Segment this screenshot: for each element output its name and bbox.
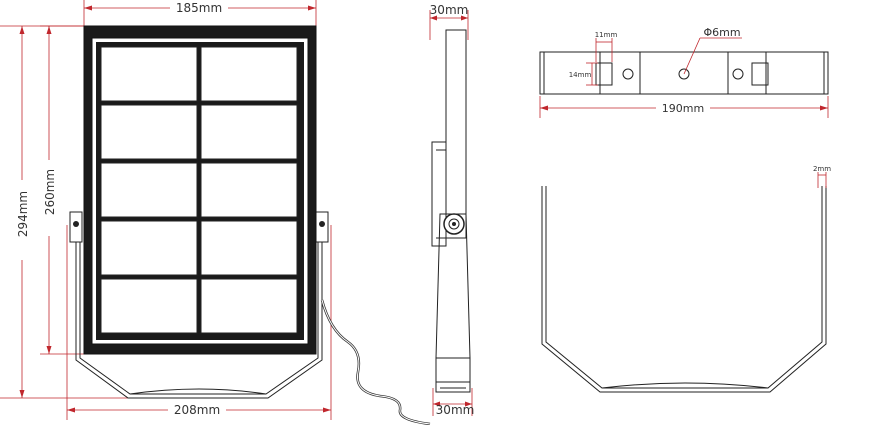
- panel-cell: [200, 46, 298, 102]
- solar-panel-front: [83, 25, 317, 355]
- power-cable: [320, 299, 431, 425]
- mount-hole: [622, 68, 634, 80]
- panel-cell: [100, 46, 198, 102]
- panel-side-profile: [445, 29, 467, 239]
- width-208-label: 208mm: [174, 403, 220, 417]
- panel-cell: [100, 104, 198, 160]
- panel-cell: [200, 162, 298, 218]
- dim-294-height: 294mm: [0, 25, 130, 399]
- dim-11-slot-width: 11mm: [595, 31, 618, 62]
- panel-cell: [200, 278, 298, 334]
- side-view: 30mm 30mm: [429, 3, 475, 417]
- side-bottom-30-label: 30mm: [436, 403, 475, 417]
- panel-cell: [200, 220, 298, 276]
- bracket-top-body: [539, 51, 829, 95]
- height-260-label: 260mm: [43, 169, 57, 215]
- length-190-label: 190mm: [662, 102, 704, 115]
- panel-cell: [100, 162, 198, 218]
- bracket-front-view: 2mm: [541, 165, 831, 393]
- bracket-top-view: 11mm 14mm Φ6mm 190mm: [539, 26, 829, 118]
- dim-190-length: 190mm: [539, 96, 829, 118]
- mount-hole: [678, 68, 690, 80]
- slot-11-label: 11mm: [595, 31, 618, 39]
- thickness-2-label: 2mm: [813, 165, 831, 173]
- dim-14-slot-height: 14mm: [569, 62, 598, 86]
- mount-hole: [732, 68, 744, 80]
- panel-cell: [200, 104, 298, 160]
- u-bracket-outline: [541, 186, 827, 393]
- mount-slot: [595, 62, 613, 86]
- dim-30-bottom: 30mm: [432, 388, 475, 417]
- width-185-label: 185mm: [176, 1, 222, 15]
- panel-cell: [100, 220, 198, 276]
- panel-cell: [100, 278, 198, 334]
- hole-6-label: Φ6mm: [703, 26, 740, 39]
- height-294-label: 294mm: [16, 191, 30, 237]
- dim-2-thickness: 2mm: [813, 165, 831, 188]
- mount-slot: [751, 62, 769, 86]
- dim-6-hole: Φ6mm: [683, 26, 742, 75]
- side-bracket-arm: [435, 213, 471, 393]
- front-view: 185mm 294mm 260mm: [0, 0, 431, 425]
- panel-cells: [100, 46, 298, 334]
- dim-185-width: 185mm: [83, 0, 317, 72]
- dim-30-top: 30mm: [429, 3, 469, 40]
- slot-14-label: 14mm: [569, 71, 592, 79]
- front-bracket: [69, 211, 329, 399]
- side-top-30-label: 30mm: [430, 3, 469, 17]
- dim-260-height: 260mm: [40, 25, 84, 355]
